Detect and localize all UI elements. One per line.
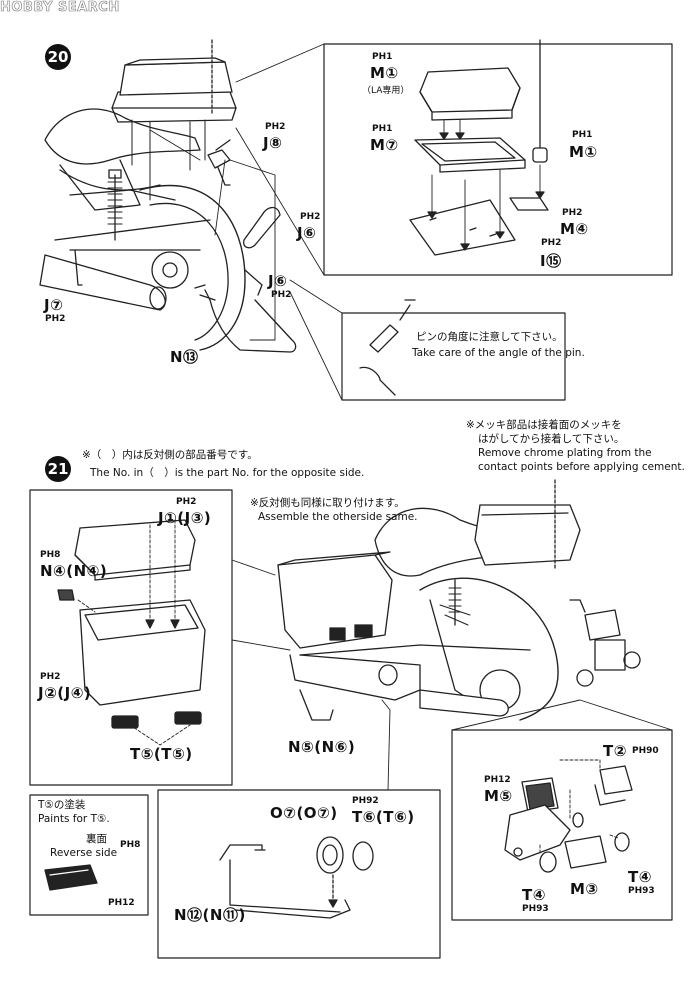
motorcycle-rear-drawing <box>39 39 297 353</box>
paint-code: PH93 <box>522 904 549 914</box>
paint-box-title-en: Paints for T⑤. <box>38 813 110 825</box>
part-label-j1: J①(J③) <box>158 509 212 527</box>
part-label-i15: I⑮ <box>540 252 562 270</box>
step-number-21: 21 <box>45 456 71 482</box>
part-label-t6: T⑥(T⑥) <box>352 808 415 826</box>
part-label-o7: O⑦(O⑦) <box>270 804 338 822</box>
part-label-m3: M③ <box>570 880 599 898</box>
part-label-n5: N⑤(N⑥) <box>288 738 356 756</box>
paint-code: PH2 <box>271 290 292 300</box>
opposite-side-note-jp: ※（ ）内は反対側の部品番号です。 <box>82 449 258 461</box>
paint-box-drawing <box>29 794 149 916</box>
part-label-t5: T⑤(T⑤) <box>130 745 193 763</box>
otherside-note-en: Assemble the otherside same. <box>258 511 418 523</box>
part-label-m1: M① <box>569 143 598 161</box>
chrome-note-en-1: Remove chrome plating from the <box>478 447 652 459</box>
paint-code: PH2 <box>176 497 197 507</box>
reverse-side-en: Reverse side <box>50 847 118 859</box>
part-label-j2: J②(J④) <box>38 684 92 702</box>
opposite-side-note-en: The No. in（ ）is the part No. for the opp… <box>90 467 365 479</box>
paint-code: PH2 <box>541 238 562 248</box>
part-label-m1: M① <box>370 64 399 82</box>
part-label-j6: J⑥ <box>268 272 288 290</box>
part-label-m5: M⑤ <box>484 787 513 805</box>
paint-code: PH90 <box>632 746 659 756</box>
paint-code: PH1 <box>372 124 393 134</box>
paint-code: PH2 <box>40 672 61 682</box>
part-label-n4: N④(N④) <box>40 562 108 580</box>
watermark-logo: HOBBY SEARCH <box>0 0 120 15</box>
paint-code: PH8 <box>40 550 61 560</box>
chrome-note-jp-1: ※メッキ部品は接着面のメッキを <box>466 419 622 431</box>
paint-code: PH1 <box>372 52 393 62</box>
right-box-drawing <box>451 699 673 921</box>
pin-angle-note-en: Take care of the angle of the pin. <box>412 347 585 359</box>
step21-motorcycle-drawing <box>277 479 641 721</box>
paint-code: PH12 <box>108 898 135 908</box>
paint-code: PH2 <box>562 208 583 218</box>
part-label-t4: T④ <box>522 886 546 904</box>
reverse-side-jp: 裏面 <box>86 833 107 845</box>
step-number-20: 20 <box>45 44 71 70</box>
step20-inset-drawing <box>235 39 673 276</box>
la-only-note: （LA専用） <box>362 86 410 96</box>
step21-left-drawing <box>29 489 291 786</box>
part-label-j6: J⑥ <box>297 224 317 242</box>
paint-code: PH2 <box>300 212 321 222</box>
paint-code: PH12 <box>484 775 511 785</box>
paint-code: PH93 <box>628 886 655 896</box>
part-label-j7: J⑦ <box>44 296 64 314</box>
part-label-n13: N⑬ <box>170 348 199 366</box>
paint-code: PH8 <box>120 840 141 850</box>
pin-angle-note-jp: ピンの角度に注意して下さい。 <box>416 331 563 343</box>
chrome-note-en-2: contact points before applying cement. <box>478 461 685 473</box>
otherside-note-jp: ※反対側も同様に取り付けます。 <box>250 497 405 509</box>
paint-code: PH1 <box>572 130 593 140</box>
paint-box-title: T⑤の塗装 <box>38 799 86 811</box>
paint-code: PH2 <box>265 122 286 132</box>
part-label-t4: T④ <box>628 868 652 886</box>
part-label-t2: T② <box>603 742 627 760</box>
part-label-n12: N⑫(N⑪) <box>174 906 246 924</box>
paint-code: PH92 <box>352 796 379 806</box>
paint-code: PH2 <box>45 314 66 324</box>
chrome-note-jp-2: はがしてから接着して下さい。 <box>478 433 625 445</box>
bottom-box-drawing <box>157 699 441 959</box>
part-label-m7: M⑦ <box>370 136 399 154</box>
pin-detail-drawing <box>289 279 566 401</box>
part-label-m4: M④ <box>560 220 589 238</box>
part-label-j8: J⑧ <box>263 134 283 152</box>
